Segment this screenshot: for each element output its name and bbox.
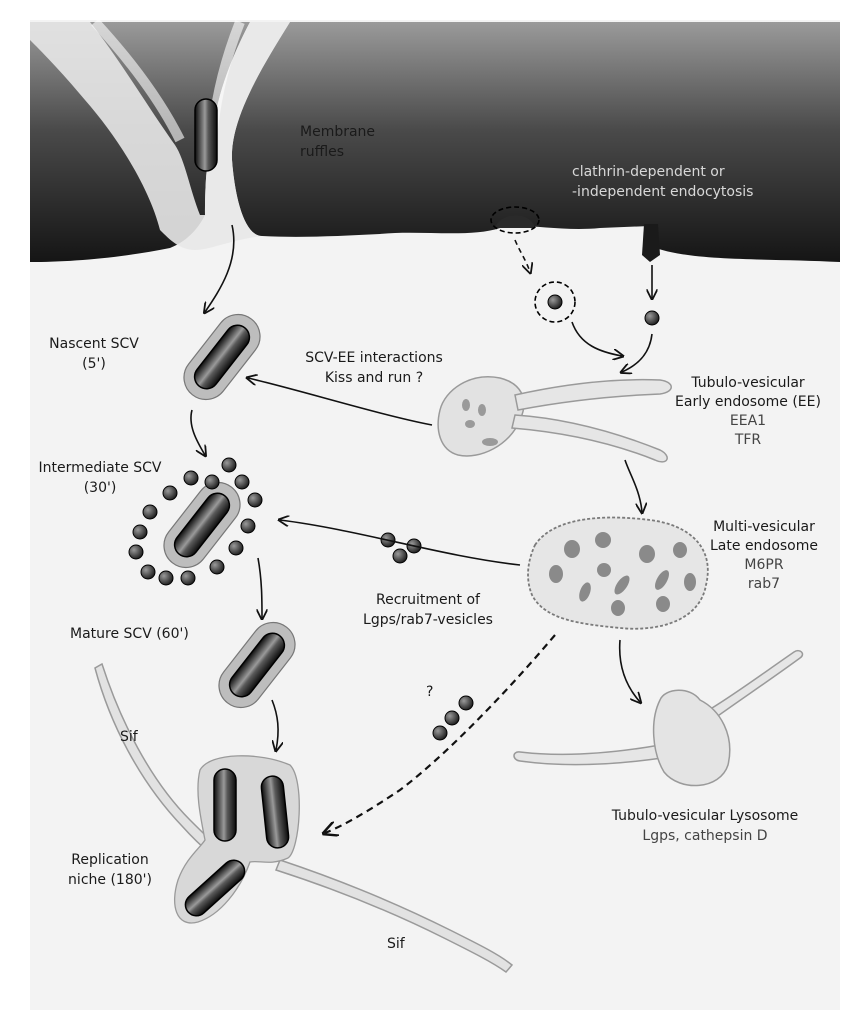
endocytic-vesicle — [645, 311, 659, 325]
coated-vesicle — [548, 295, 562, 309]
label-question: ? — [426, 682, 433, 702]
label-sif-top: Sif — [120, 727, 138, 747]
bacterium-entering — [195, 99, 217, 171]
endocytic-pit — [642, 224, 660, 262]
label-sif-bottom: Sif — [387, 934, 405, 954]
late-endosome — [528, 518, 708, 629]
label-endocytosis: clathrin-dependent or-independent endocy… — [572, 162, 753, 202]
label-intermediate-scv: Intermediate SCV(30') — [38, 458, 161, 498]
label-nascent-scv: Nascent SCV(5') — [49, 334, 139, 374]
label-mature-scv: Mature SCV (60') — [70, 624, 189, 644]
